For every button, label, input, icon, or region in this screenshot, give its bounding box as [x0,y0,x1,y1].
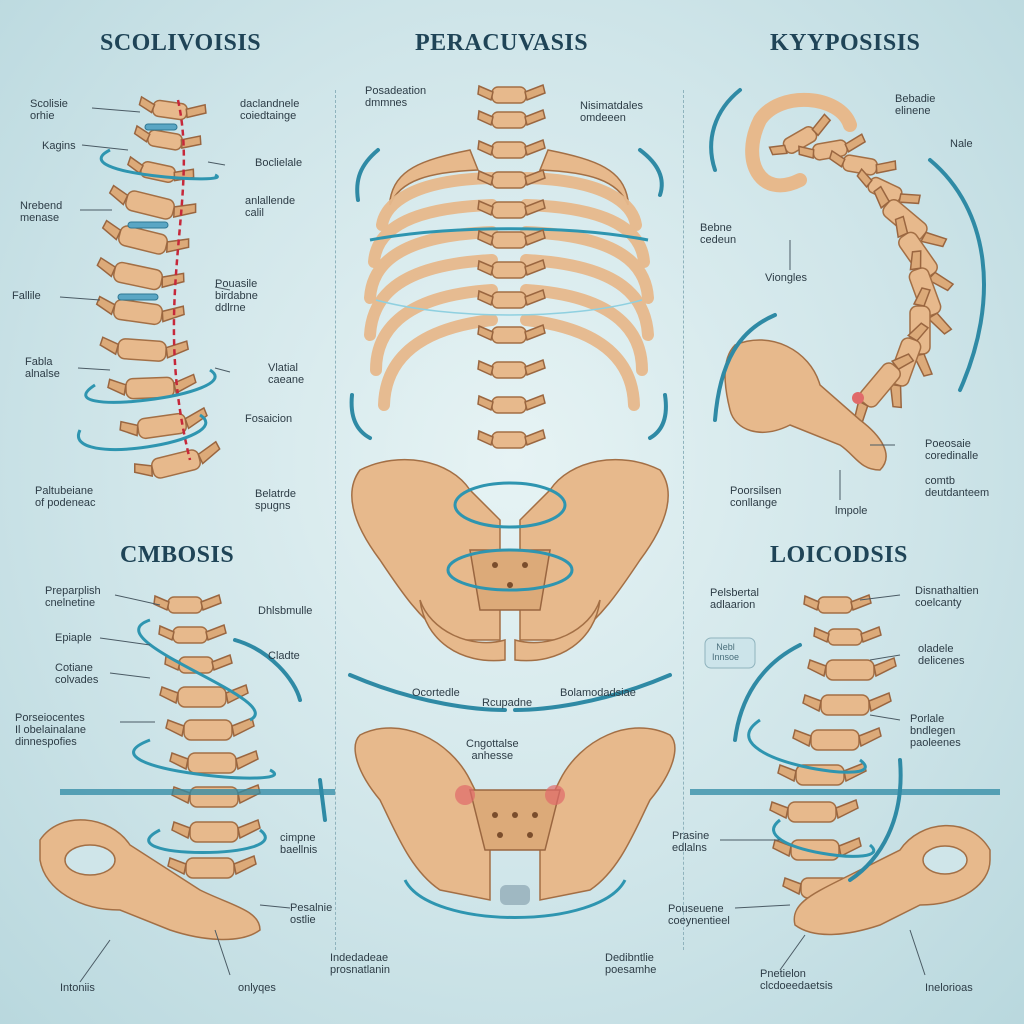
label: Fallile [12,290,41,302]
label: Kagins [42,140,76,152]
label: Pesalnie ostlie [290,902,332,926]
label: Nrebend menase [20,200,62,224]
label: onlyqes [238,982,276,994]
label: Cotiane colvades [55,662,98,686]
label: Epiaple [55,632,92,644]
label: Disnathaltien coelcanty [915,585,979,609]
label: Posadeation dmmnes [365,85,426,109]
label: Intoniis [60,982,95,994]
label: Dedibntlie poesamhe [605,952,656,976]
label: Cngottalse anhesse [466,738,519,762]
label: Inelorioas [925,982,973,994]
label: Nisimatdales omdeeen [580,100,643,124]
pelvis-upper [352,460,668,661]
label: anlallende calil [245,195,295,219]
label: Porseiocentes Il obelainalane dinnespofi… [15,712,86,748]
label: Bolamodadsiae [560,687,636,699]
label: Pouasile birdabne ddlrne [215,278,258,314]
badge-label: Nebl Innsoe [712,642,739,662]
label: daclandnele coiedtainge [240,98,299,122]
title-kyphosis: KYYPOSISIS [770,30,920,57]
label: Pnetielon clcdoeedaetsis [760,968,833,992]
title-center: PERACUVASIS [415,30,588,57]
label: Poeosaie coredinalle [925,438,978,462]
label: lmpole [835,505,867,517]
label: Dhlsbmulle [258,605,312,617]
label: Scolisie orhie [30,98,68,122]
label: Paltubeiane of podeneac [35,485,96,509]
label: Porlale bndlegen paoleenes [910,713,961,749]
label: Poorsilsen conllange [730,485,781,509]
label: cimpne baellnis [280,832,317,856]
kyphosis-spine [711,90,984,470]
label: comtb deutdanteem [925,475,989,499]
title-scoliosis: SCOLIVOISIS [100,30,261,57]
label: Preparplish cnelnetine [45,585,101,609]
label: Fabla alnalse [25,356,60,380]
label: Pouseuene coeynentieel [668,903,730,927]
label: oladele delicenes [918,643,964,667]
title-bottom-right: LOICODSIS [770,542,908,569]
label: Nale [950,138,973,150]
label: Viongles [765,272,807,284]
bottom-left-spine [40,595,335,939]
label: Fosaicion [245,413,292,425]
ribcage [352,85,666,448]
label: Vlatial caeane [268,362,304,386]
label: Pelsbertal adlaarion [710,587,759,611]
scoliosis-spine [78,96,223,484]
label: Rcupadne [482,697,532,709]
label: Bebadie elinene [895,93,935,117]
label: Boclielale [255,157,302,169]
label: Indedadeae prosnatlanin [330,952,390,976]
label: Prasine edlalns [672,830,709,854]
label: Bebne cedeun [700,222,736,246]
label: Ocortedle [412,687,460,699]
label: Cladte [268,650,300,662]
label: Belatrde spugns [255,488,296,512]
title-bottom-left: CMBOSIS [120,542,234,569]
